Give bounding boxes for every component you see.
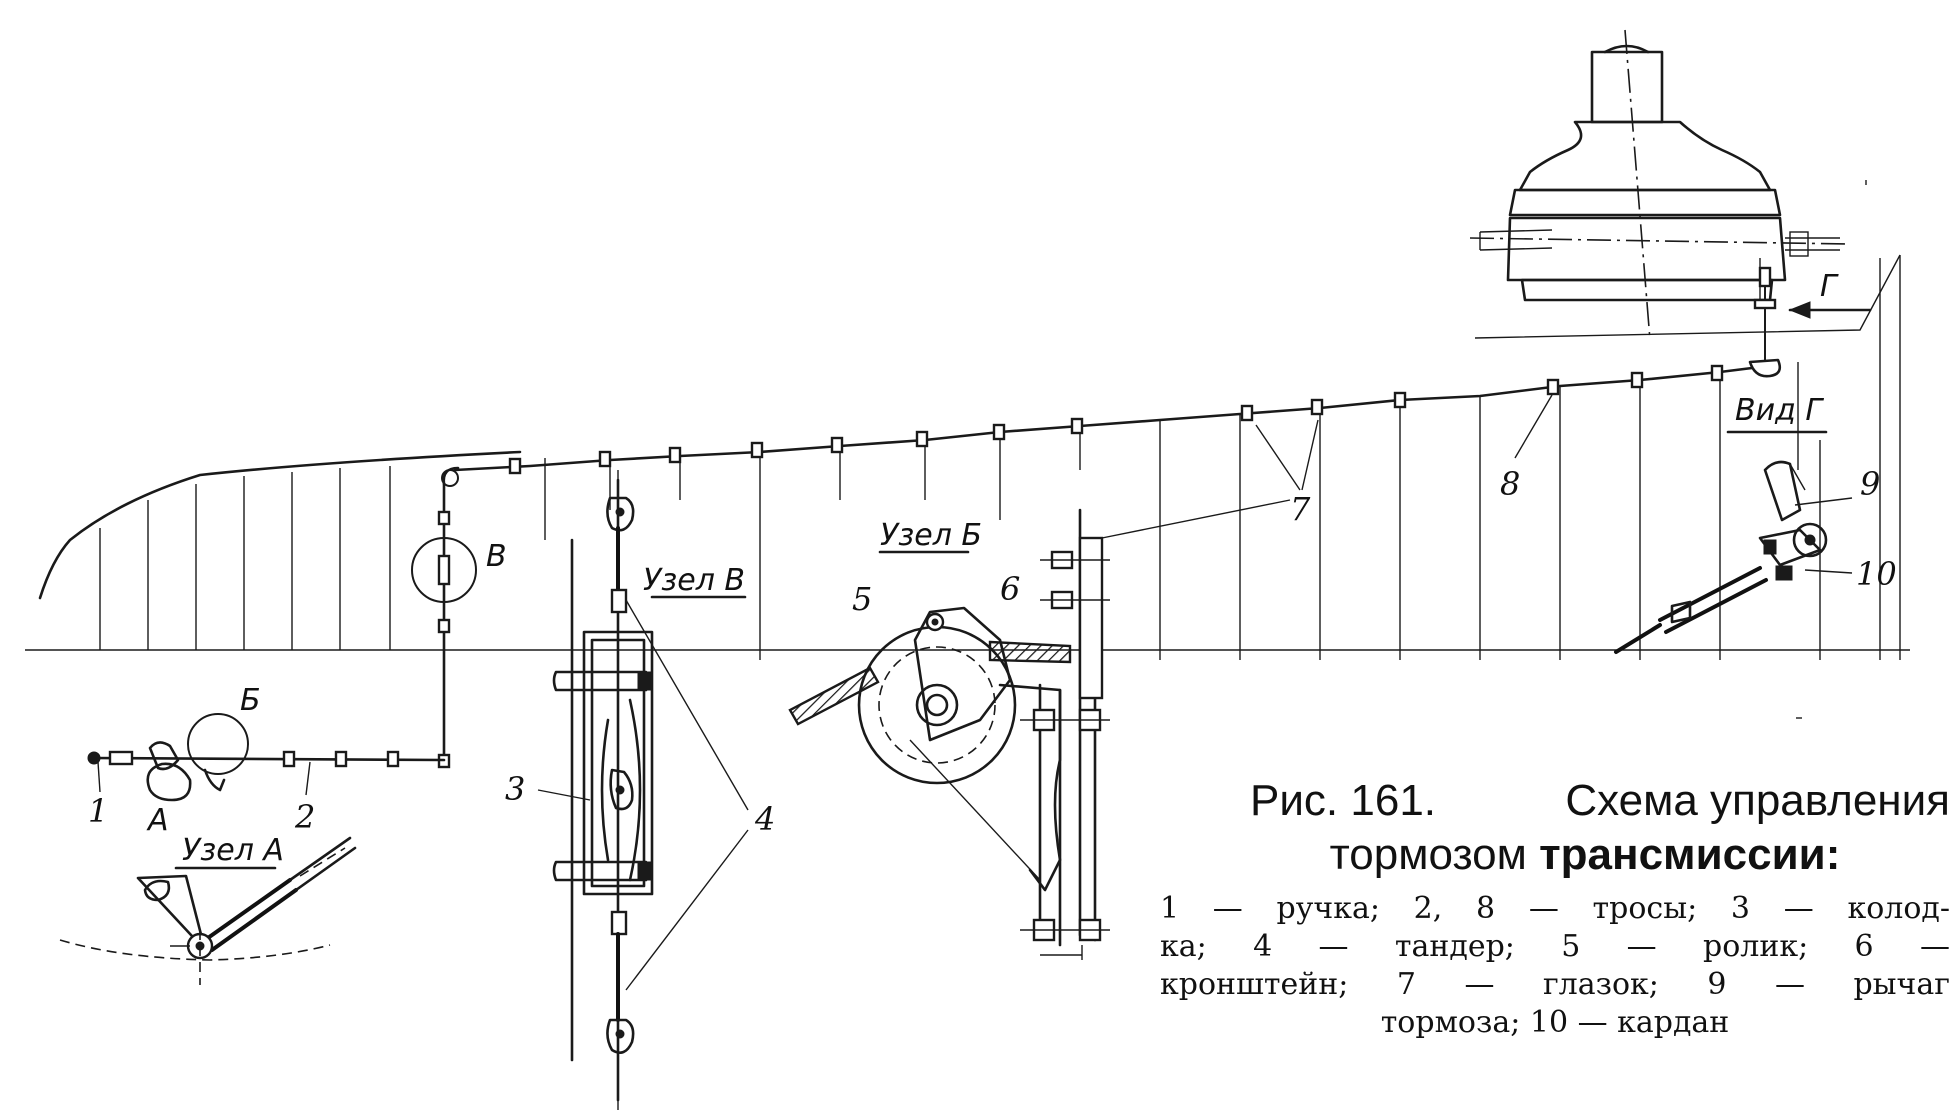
figure-title-part1: Схема управления: [1565, 776, 1950, 825]
vertical-cable-with-node-v: В: [411, 466, 507, 769]
callout-numbers: 1 2 3 4 5 6 7 8 9 10: [88, 465, 1897, 838]
node-a-title: Узел А: [182, 833, 284, 868]
legend-line: тормоза; 10 — кардан: [1380, 1005, 1730, 1040]
letter-b-label: Б: [240, 683, 261, 718]
legend-line: кронштейн; 7 — глазок; 9 — рычаг: [1160, 967, 1950, 1002]
figure-number: Рис. 161.: [1250, 776, 1437, 825]
callout-9: 9: [1860, 465, 1880, 503]
legend-line: 1 — ручка; 2, 8 — тросы; 3 — колод-: [1160, 891, 1950, 926]
callout-2: 2: [294, 798, 315, 836]
view-g-title: Вид Г: [1735, 393, 1824, 428]
callout-8: 8: [1500, 465, 1520, 503]
figure-caption: Рис. 161. Схема управления тормозом тран…: [1160, 774, 1950, 1042]
figure-title-part2b: трансмиссии:: [1539, 830, 1841, 879]
view-g-arrow: Г: [1788, 269, 1872, 319]
callout-3: 3: [505, 770, 525, 808]
callout-5: 5: [852, 580, 872, 618]
letter-a-label: А: [146, 803, 169, 838]
callout-10: 10: [1856, 555, 1897, 593]
figure-title-part2a: тормозом: [1329, 830, 1527, 879]
callout-1: 1: [88, 792, 108, 830]
node-b-title: Узел Б: [880, 518, 982, 553]
callout-4: 4: [754, 800, 775, 838]
hull-outline: [25, 254, 1910, 660]
callout-6: 6: [1000, 570, 1020, 608]
letter-v-label: В: [486, 539, 507, 574]
callout-4-leaders: [625, 599, 749, 991]
cable-2-and-handle: Б А: [87, 683, 446, 838]
node-a-label-group: Узел А: [174, 833, 284, 870]
cable-eyelets: [508, 364, 1724, 475]
callout-leaders: [97, 394, 1853, 801]
node-b-detail: Узел Б: [788, 508, 1110, 960]
node-a-detail: [59, 836, 357, 985]
cable-8: [453, 364, 1754, 475]
legend: 1 — ручка; 2, 8 — тросы; 3 — колод- ка; …: [1160, 890, 1950, 1042]
view-g-detail: Вид Г: [1614, 393, 1828, 654]
caption-title-line-2: тормозом трансмиссии:: [1160, 828, 1950, 882]
legend-line: ка; 4 — тандер; 5 — ролик; 6 —: [1160, 929, 1950, 964]
brake-rod-top: [1748, 266, 1782, 378]
node-v-title: Узел В: [643, 563, 745, 598]
callout-7: 7: [1290, 490, 1311, 528]
arrow-g-label: Г: [1820, 269, 1839, 304]
gearbox-housing: [1469, 29, 1851, 341]
caption-title-line-1: Рис. 161. Схема управления: [1160, 774, 1950, 828]
node-v-detail: Узел В: [552, 470, 747, 1110]
